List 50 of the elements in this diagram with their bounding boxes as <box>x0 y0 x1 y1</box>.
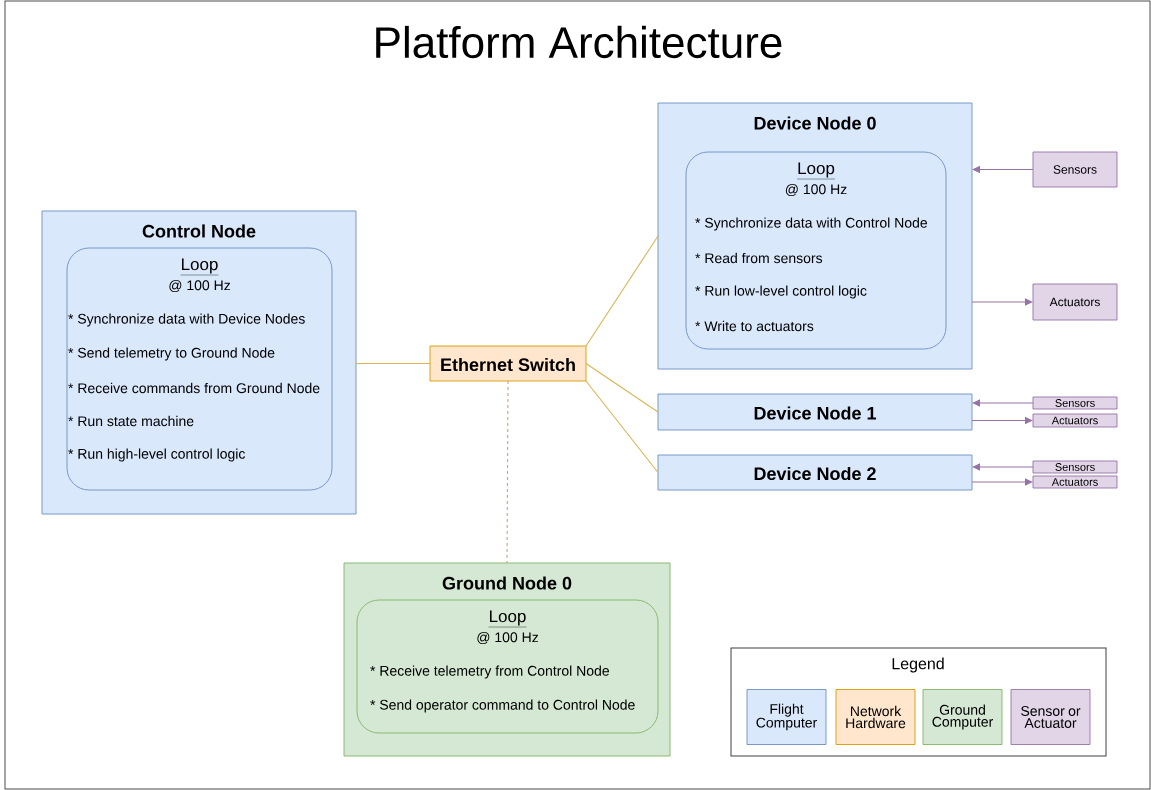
sensor-box: Sensors <box>1032 460 1118 474</box>
rate-text: @ 100 Hz <box>785 183 847 197</box>
bullet-text: * Read from sensors <box>695 252 823 264</box>
loop-box <box>685 151 947 350</box>
bullet-text: * Synchronize data with Device Nodes <box>68 313 305 327</box>
bullet-text: * Run state machine <box>68 415 194 427</box>
box-title: Device Node 1 <box>754 406 876 420</box>
legend-item: Ground Computer <box>922 689 1003 745</box>
loop-heading: Loop <box>796 162 836 180</box>
diagram-title: Platform Architecture <box>376 25 782 59</box>
bullet-text: * Synchronize data with Control Node <box>695 217 928 231</box>
box-title: Control Node <box>142 224 256 238</box>
arrow <box>972 463 1034 471</box>
device-node-box <box>657 393 973 431</box>
bullet-text: * Receive commands from Ground Node <box>68 382 320 394</box>
bullet-text: * Send telemetry to Ground Node <box>68 347 275 361</box>
arrow <box>971 478 1033 486</box>
box-title: Ground Node 0 <box>442 576 572 590</box>
loop-heading: Loop <box>180 258 219 276</box>
box-title: Device Node 2 <box>754 466 876 481</box>
bullet-text: * Send operator command to Control Node <box>370 699 635 713</box>
arrow <box>972 399 1034 407</box>
actuator-box: Actuators <box>1032 413 1118 428</box>
switch-box <box>429 345 587 382</box>
connector-line <box>585 362 659 413</box>
box-title: Ethernet Switch <box>441 357 575 372</box>
connector-line <box>506 380 509 564</box>
connector-line <box>355 362 431 365</box>
device-node-box <box>657 454 973 491</box>
bullet-text: * Write to actuators <box>695 320 814 332</box>
legend-item: Sensor or Actuator <box>1010 689 1091 745</box>
bullet-text: * Run low-level control logic <box>695 285 867 299</box>
bullet-text: * Run high-level control logic <box>68 448 245 462</box>
sensor-box: Sensors <box>1032 396 1118 410</box>
rate-text: @ 100 Hz <box>169 279 230 293</box>
connector-line <box>585 235 659 347</box>
arrow <box>971 298 1033 306</box>
bullet-text: * Receive telemetry from Control Node <box>370 665 609 679</box>
sensor-box: Sensors <box>1032 151 1118 188</box>
rate-text: @ 100 Hz <box>477 631 538 645</box>
loop-box <box>66 247 333 491</box>
legend-title: Legend <box>892 657 944 673</box>
legend-item: Network Hardware <box>835 689 916 745</box>
connector-line <box>585 380 659 474</box>
loop-heading: Loop <box>488 610 527 628</box>
actuator-box: Actuators <box>1032 283 1118 321</box>
legend-item: Flight Computer <box>746 689 827 745</box>
loop-box <box>356 599 659 734</box>
actuator-box: Actuators <box>1032 475 1118 489</box>
box-title: Device Node 0 <box>754 116 876 130</box>
